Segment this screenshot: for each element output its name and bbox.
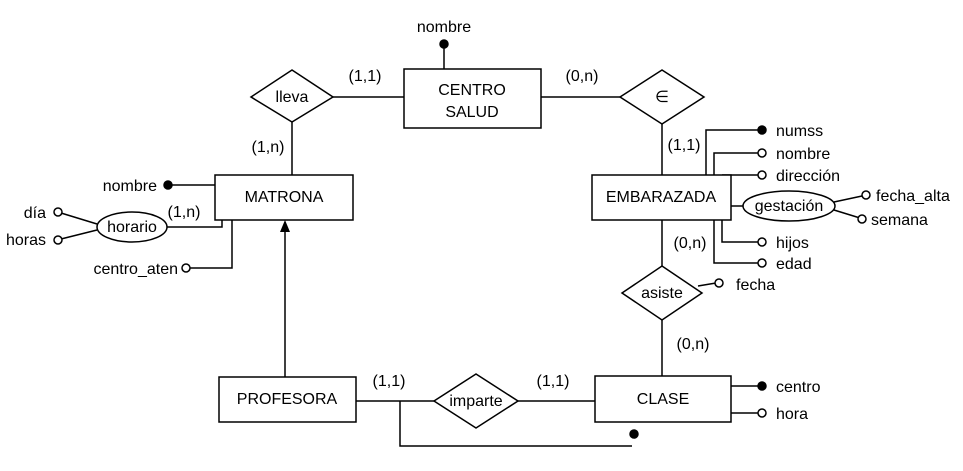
entity-clase: CLASE (594, 375, 732, 423)
dot-hijos (757, 237, 767, 247)
card-asiste-emb: (0,n) (674, 235, 707, 252)
composite-gestacion: gestación (742, 190, 836, 222)
attr-horas: horas (6, 232, 46, 249)
dot-semana (857, 214, 867, 224)
attr-centro-aten: centro_aten (93, 261, 178, 278)
relationship-lleva-label: lleva (276, 89, 309, 106)
card-pert-emb: (1,1) (668, 137, 701, 154)
dot-clase-hora (757, 408, 767, 418)
attr-clase-centro: centro (776, 379, 821, 396)
attr-direccion: dirección (776, 168, 840, 185)
attr-asiste-fecha: fecha (736, 277, 775, 294)
relationship-imparte: imparte (432, 373, 520, 429)
dot-centro-aten (181, 263, 191, 273)
composite-horario: horario (96, 211, 168, 243)
cardinality-labels: (1,1) (1,n) (0,n) (1,1) (1,n) (0,n) (0,n… (168, 68, 710, 390)
entity-profesora: PROFESORA (218, 376, 357, 423)
attr-clase-hora: hora (776, 406, 808, 423)
entity-clase-label: CLASE (637, 391, 689, 408)
card-pert-centro: (0,n) (566, 68, 599, 85)
attribute-labels: nombre nombre día horas centro_aten nums… (6, 19, 950, 423)
card-lleva-centro: (1,1) (349, 68, 382, 85)
card-asiste-clase: (0,n) (677, 336, 710, 353)
entity-centro-salud-line1: CENTRO (438, 82, 506, 99)
attr-edad: edad (776, 256, 812, 273)
relationship-lleva: lleva (249, 69, 335, 123)
dot-edad (757, 258, 767, 268)
dot-dia (53, 207, 63, 217)
relationship-imparte-label: imparte (449, 393, 502, 410)
entity-embarazada: EMBARAZADA (591, 174, 732, 221)
attr-hijos: hijos (776, 235, 809, 252)
entity-matrona-label: MATRONA (245, 189, 324, 206)
entity-centro-salud: CENTRO SALUD (403, 68, 542, 129)
key-dot-matrona-nombre (163, 180, 173, 190)
attr-matrona-nombre: nombre (103, 178, 157, 195)
key-dot-imparte-loop (629, 429, 639, 439)
card-imparte-clase: (1,1) (537, 373, 570, 390)
attr-numss: numss (776, 123, 823, 140)
attribute-dots (53, 39, 871, 439)
entity-embarazada-label: EMBARAZADA (606, 189, 717, 206)
attr-semana: semana (871, 212, 928, 229)
entity-centro-salud-line2: SALUD (445, 104, 498, 121)
attr-centro-nombre: nombre (417, 19, 471, 36)
key-dot-clase-centro (757, 381, 767, 391)
dot-direccion (757, 170, 767, 180)
attr-fecha-alta: fecha_alta (876, 188, 950, 205)
card-lleva-matrona: (1,n) (252, 139, 285, 156)
relationship-asiste-label: asiste (641, 285, 683, 302)
composite-horario-label: horario (107, 219, 157, 236)
card-imparte-prof: (1,1) (373, 373, 406, 390)
dot-horas (53, 235, 63, 245)
relationship-asiste: asiste (620, 265, 704, 321)
relationship-pertenece-label: ∈ (655, 89, 669, 106)
connector-lines (60, 47, 863, 447)
composite-gestacion-label: gestación (755, 198, 824, 215)
relationship-pertenece: ∈ (618, 69, 706, 125)
dot-emb-nombre (757, 148, 767, 158)
key-dot-centro-nombre (439, 39, 449, 49)
dot-fecha-alta (861, 190, 871, 200)
card-horario: (1,n) (168, 204, 201, 221)
key-dot-numss (757, 125, 767, 135)
attr-dia: día (24, 205, 46, 222)
attr-emb-nombre: nombre (776, 146, 830, 163)
entity-profesora-label: PROFESORA (237, 391, 338, 408)
dot-asiste-fecha (714, 278, 724, 288)
isa-arrowhead (280, 220, 290, 232)
entity-matrona: MATRONA (214, 174, 354, 221)
